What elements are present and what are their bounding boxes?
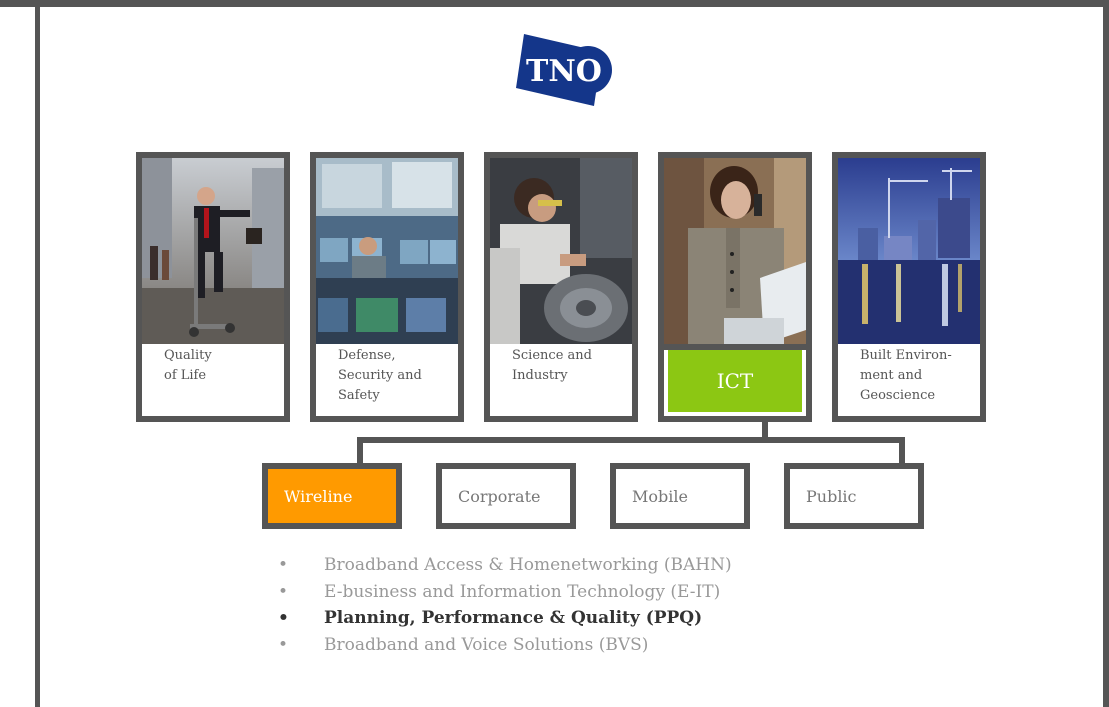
division-built-environment-geoscience[interactable]: Built Environ- ment and Geoscience xyxy=(832,152,986,422)
frame-left-border xyxy=(35,0,40,707)
division-label: Built Environ- ment and Geoscience xyxy=(860,348,952,403)
division-science-and-industry[interactable]: Science and Industry xyxy=(484,152,638,422)
department-item-ppq: • Planning, Performance & Quality (PPQ) xyxy=(278,605,732,632)
bullet-icon: • xyxy=(278,608,289,628)
connector-drop-public xyxy=(899,437,905,465)
department-label: Broadband and Voice Solutions (BVS) xyxy=(324,634,649,655)
division-label: Defense, Security and Safety xyxy=(338,348,422,403)
frame-right-border xyxy=(1103,0,1109,707)
department-list: • Broadband Access & Homenetworking (BAHN… xyxy=(278,552,732,658)
photo-businessman-on-scooter xyxy=(142,158,284,344)
division-label-box: ICT xyxy=(664,350,806,416)
photo-control-room xyxy=(316,158,458,344)
subdivision-inner: Public xyxy=(790,469,918,523)
division-defense-security-safety[interactable]: Defense, Security and Safety xyxy=(310,152,464,422)
logo-text: TNO xyxy=(526,54,602,89)
subdivision-label: Wireline xyxy=(284,487,353,506)
division-ict[interactable]: ICT xyxy=(658,152,812,422)
bullet-icon: • xyxy=(278,555,289,575)
subdivision-label: Corporate xyxy=(458,487,541,506)
photo-woman-on-phone-at-laptop xyxy=(664,158,806,344)
subdivision-corporate[interactable]: Corporate xyxy=(436,463,576,529)
subdivision-inner: Wireline xyxy=(268,469,396,523)
division-label: Science and Industry xyxy=(512,348,592,383)
department-label: E-business and Information Technology (E… xyxy=(324,581,721,602)
subdivision-inner: Mobile xyxy=(616,469,744,523)
subdivision-public[interactable]: Public xyxy=(784,463,924,529)
subdivision-wireline[interactable]: Wireline xyxy=(262,463,402,529)
division-label-box: Built Environ- ment and Geoscience xyxy=(838,344,980,416)
bullet-icon: • xyxy=(278,634,289,655)
connector-horizontal xyxy=(357,437,905,443)
subdivision-label: Public xyxy=(806,487,857,506)
photo-engineer-at-machine xyxy=(490,158,632,344)
division-label-ict-active: ICT xyxy=(668,350,802,412)
division-label-box: Science and Industry xyxy=(490,344,632,416)
tno-logo: TNO xyxy=(516,34,612,106)
department-item-e-it: • E-business and Information Technology (… xyxy=(278,579,732,606)
division-label-box: Defense, Security and Safety xyxy=(316,344,458,416)
connector-ict-stem xyxy=(762,418,768,440)
division-quality-of-life[interactable]: Quality of Life xyxy=(136,152,290,422)
division-label-box: Quality of Life xyxy=(142,344,284,416)
department-item-bvs: • Broadband and Voice Solutions (BVS) xyxy=(278,632,732,659)
subdivision-mobile[interactable]: Mobile xyxy=(610,463,750,529)
photo-city-skyline-at-night xyxy=(838,158,980,344)
frame-top-border xyxy=(0,0,1109,7)
division-label: Quality of Life xyxy=(164,348,212,383)
department-item-bahn: • Broadband Access & Homenetworking (BAHN… xyxy=(278,552,732,579)
bullet-icon: • xyxy=(278,581,289,602)
department-label: Broadband Access & Homenetworking (BAHN) xyxy=(324,555,732,575)
connector-drop-wireline xyxy=(357,437,363,465)
subdivision-label: Mobile xyxy=(632,487,688,506)
department-label: Planning, Performance & Quality (PPQ) xyxy=(324,608,703,628)
subdivision-inner: Corporate xyxy=(442,469,570,523)
